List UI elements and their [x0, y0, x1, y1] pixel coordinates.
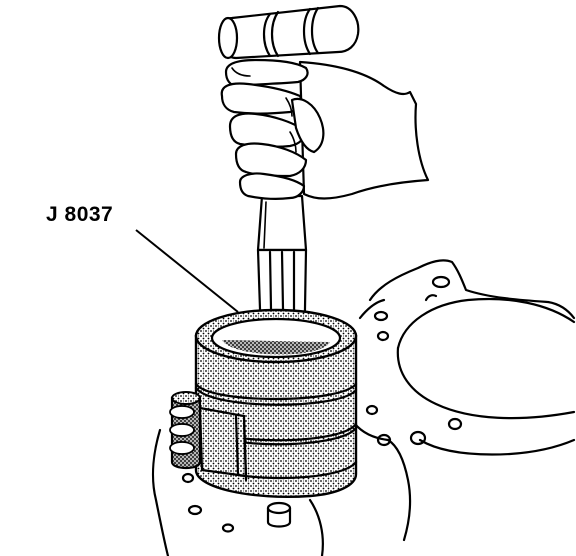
ring-compressor-tool [169, 308, 358, 498]
engine-block-gasket [151, 259, 576, 556]
hand [220, 58, 430, 200]
tool-callout-label: J 8037 [46, 203, 114, 226]
callout-leader-line [135, 229, 239, 313]
hammer-head [217, 4, 360, 60]
hammer-handle [256, 194, 308, 252]
